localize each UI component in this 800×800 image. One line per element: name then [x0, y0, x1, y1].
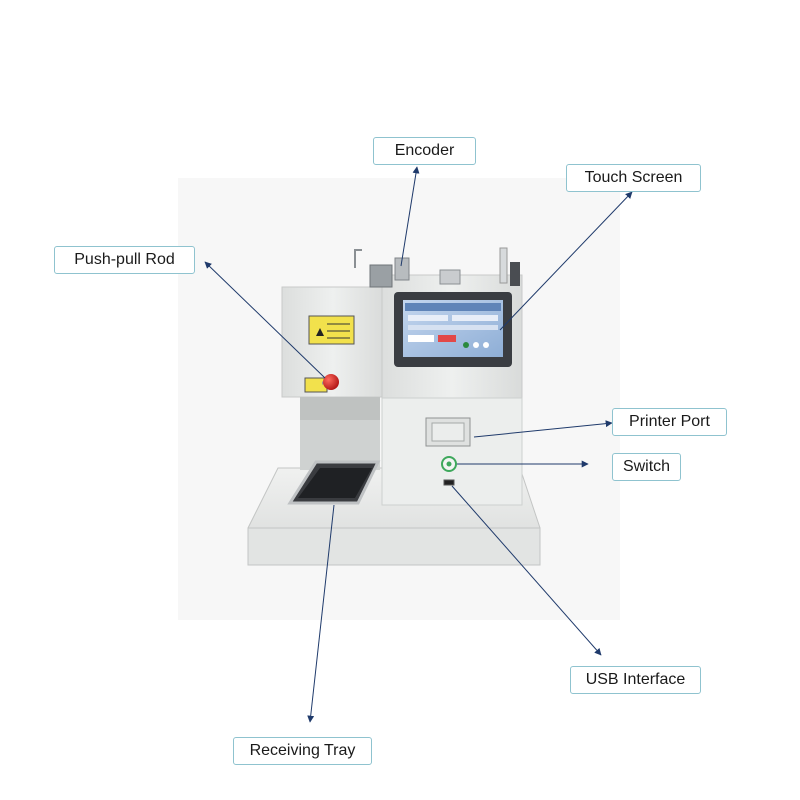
warning-sticker	[308, 315, 355, 345]
arrow-touch-screen	[499, 191, 633, 331]
printer-port	[425, 417, 471, 447]
arrow-push-pull-rod	[204, 261, 326, 379]
usb-port	[443, 479, 455, 486]
push-pull-knob	[323, 374, 339, 390]
arrow-printer-port	[473, 420, 613, 438]
label-printer-port: Printer Port	[612, 408, 727, 436]
label-touch-screen: Touch Screen	[566, 164, 701, 192]
melt-flow-tester	[247, 247, 541, 566]
label-receiving-tray: Receiving Tray	[233, 737, 372, 765]
label-encoder: Encoder	[373, 137, 476, 165]
arrow-usb-interface	[451, 485, 602, 656]
label-push-pull-rod: Push-pull Rod	[54, 246, 195, 274]
encoder-mechanism	[354, 247, 520, 288]
receiving-tray-shape	[287, 460, 381, 505]
arrow-encoder	[400, 166, 420, 267]
label-usb-interface: USB Interface	[570, 666, 701, 694]
label-switch: Switch	[612, 453, 681, 481]
touch-screen-panel	[394, 292, 512, 367]
arrow-receiving-tray	[307, 504, 335, 723]
power-switch	[441, 456, 457, 472]
leader-arrows	[204, 166, 633, 723]
